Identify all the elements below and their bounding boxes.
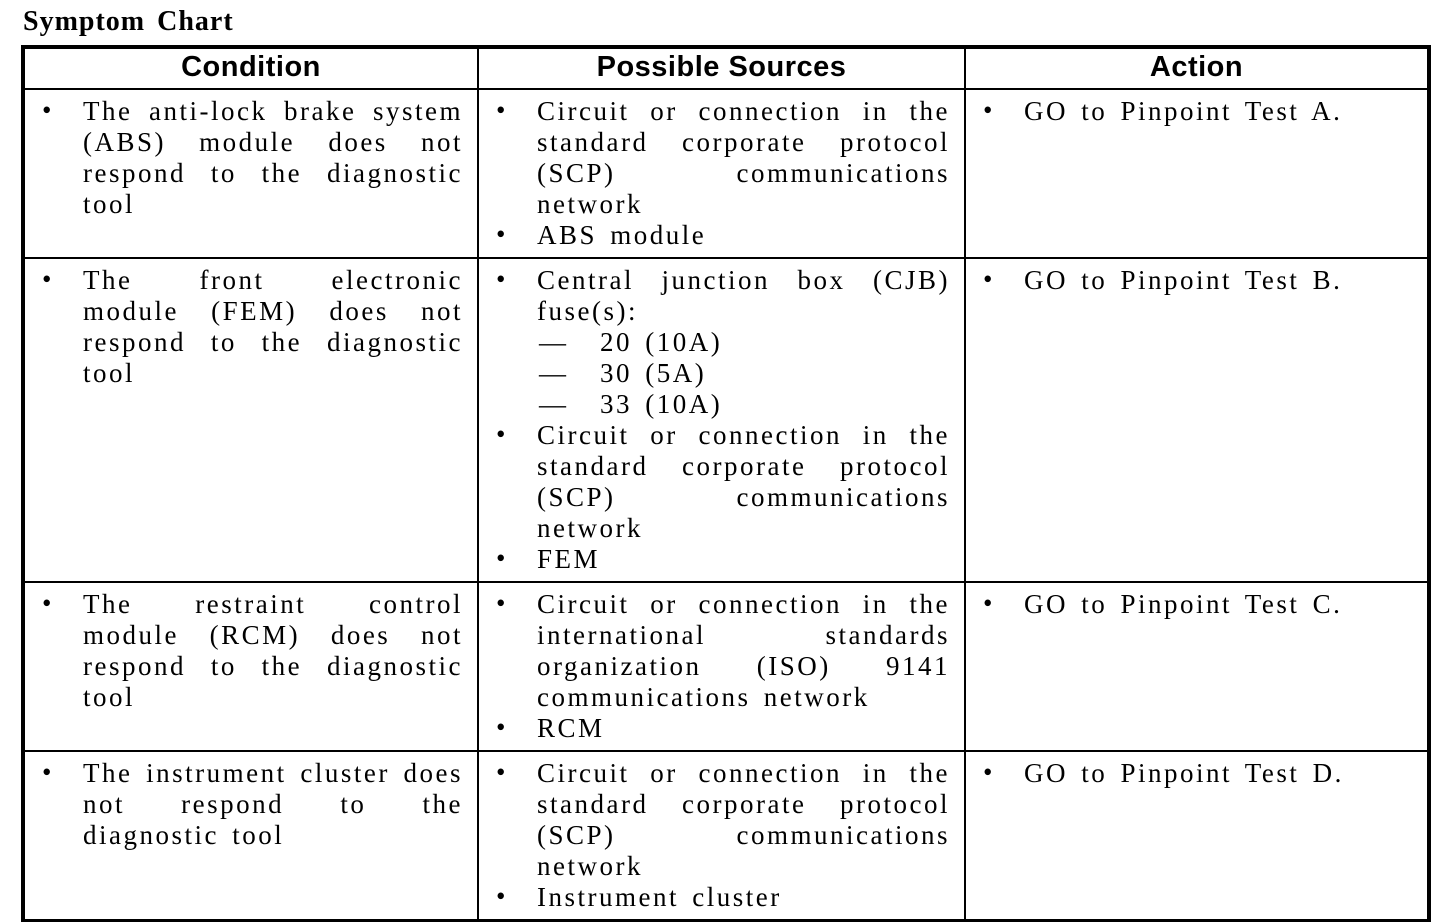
item-text: Instrument cluster bbox=[537, 882, 782, 912]
bullet-icon: • bbox=[983, 757, 993, 787]
item-text: GO to Pinpoint Test B. bbox=[1024, 265, 1343, 295]
sub-item: — 30 (5A) bbox=[537, 358, 950, 389]
bullet-icon: • bbox=[496, 543, 506, 573]
bullet-icon: • bbox=[496, 881, 506, 911]
item-text: The restraint control module (RCM) does … bbox=[83, 589, 463, 712]
bullet-item: • The restraint control module (RCM) does… bbox=[25, 588, 463, 713]
condition-cell: • The instrument cluster does not respond… bbox=[22, 750, 479, 922]
sources-cell: • Circuit or connection in the standard c… bbox=[477, 750, 966, 922]
page-title: Symptom Chart bbox=[23, 6, 234, 37]
header-condition: Condition bbox=[22, 46, 479, 90]
dash-icon: — bbox=[539, 358, 566, 388]
action-cell: • GO to Pinpoint Test A. bbox=[964, 88, 1430, 259]
item-text: Circuit or connection in the standard co… bbox=[537, 758, 950, 881]
bullet-item: • Instrument cluster bbox=[479, 881, 950, 913]
bullet-icon: • bbox=[983, 264, 993, 294]
bullet-item: • The instrument cluster does not respond… bbox=[25, 757, 463, 851]
action-cell: • GO to Pinpoint Test B. bbox=[964, 257, 1430, 583]
table-row: • The restraint control module (RCM) does… bbox=[22, 581, 1430, 752]
bullet-icon: • bbox=[496, 219, 506, 249]
bullet-item: • GO to Pinpoint Test B. bbox=[966, 264, 1413, 296]
condition-cell: • The restraint control module (RCM) does… bbox=[22, 581, 479, 752]
item-text: RCM bbox=[537, 713, 605, 743]
sub-item-text: 30 (5A) bbox=[600, 358, 707, 388]
bullet-item: • Circuit or connection in the standard c… bbox=[479, 757, 950, 882]
item-text: Circuit or connection in the internation… bbox=[537, 589, 950, 712]
item-text: ABS module bbox=[537, 220, 707, 250]
bullet-icon: • bbox=[42, 757, 52, 787]
action-cell: • GO to Pinpoint Test D. bbox=[964, 750, 1430, 922]
dash-icon: — bbox=[539, 327, 566, 357]
table-header-row: Condition Possible Sources Action bbox=[22, 46, 1430, 90]
table-row: • The anti-lock brake system (ABS) module… bbox=[22, 88, 1430, 259]
sources-cell: • Circuit or connection in the standard c… bbox=[477, 88, 966, 259]
action-cell: • GO to Pinpoint Test C. bbox=[964, 581, 1430, 752]
symptom-chart-table: Condition Possible Sources Action • The a… bbox=[21, 45, 1431, 922]
item-text: The front electronic module (FEM) does n… bbox=[83, 265, 463, 388]
table-row: • The front electronic module (FEM) does … bbox=[22, 257, 1430, 583]
sources-cell: • Central junction box (CJB) fuse(s):—20 … bbox=[477, 257, 966, 583]
sub-item: — 33 (10A) bbox=[537, 389, 950, 420]
dash-icon: — bbox=[539, 389, 566, 419]
table-body: • The anti-lock brake system (ABS) module… bbox=[22, 88, 1430, 922]
sub-item: — 20 (10A) bbox=[537, 327, 950, 358]
bullet-icon: • bbox=[983, 588, 993, 618]
condition-cell: • The anti-lock brake system (ABS) module… bbox=[22, 88, 479, 259]
bullet-item: • Circuit or connection in the standard c… bbox=[479, 95, 950, 220]
condition-cell: • The front electronic module (FEM) does … bbox=[22, 257, 479, 583]
bullet-item: • GO to Pinpoint Test A. bbox=[966, 95, 1413, 127]
bullet-icon: • bbox=[496, 95, 506, 125]
bullet-item: • RCM bbox=[479, 712, 950, 744]
item-text: GO to Pinpoint Test A. bbox=[1024, 96, 1343, 126]
bullet-item: • ABS module bbox=[479, 219, 950, 251]
bullet-icon: • bbox=[496, 712, 506, 742]
bullet-icon: • bbox=[496, 757, 506, 787]
item-text: Central junction box (CJB) fuse(s):—20 (… bbox=[537, 265, 950, 420]
bullet-icon: • bbox=[42, 264, 52, 294]
header-action: Action bbox=[964, 46, 1430, 90]
item-text: Circuit or connection in the standard co… bbox=[537, 420, 950, 543]
bullet-icon: • bbox=[42, 588, 52, 618]
bullet-item: • GO to Pinpoint Test C. bbox=[966, 588, 1413, 620]
bullet-icon: • bbox=[42, 95, 52, 125]
header-possible-sources: Possible Sources bbox=[477, 46, 966, 90]
item-text: GO to Pinpoint Test C. bbox=[1024, 589, 1343, 619]
item-text: The instrument cluster does not respond … bbox=[83, 758, 463, 850]
bullet-item: • Circuit or connection in the standard c… bbox=[479, 419, 950, 544]
bullet-item: • Central junction box (CJB) fuse(s):—20 … bbox=[479, 264, 950, 420]
sub-item-text: 20 (10A) bbox=[600, 327, 723, 357]
item-text: GO to Pinpoint Test D. bbox=[1024, 758, 1344, 788]
table-row: • The instrument cluster does not respond… bbox=[22, 750, 1430, 922]
item-text: The anti-lock brake system (ABS) module … bbox=[83, 96, 463, 219]
bullet-icon: • bbox=[496, 588, 506, 618]
item-text: FEM bbox=[537, 544, 601, 574]
bullet-item: • GO to Pinpoint Test D. bbox=[966, 757, 1413, 789]
sub-item-text: 33 (10A) bbox=[600, 389, 723, 419]
bullet-item: • FEM bbox=[479, 543, 950, 575]
bullet-item: • Circuit or connection in the internatio… bbox=[479, 588, 950, 713]
bullet-icon: • bbox=[983, 95, 993, 125]
sources-cell: • Circuit or connection in the internatio… bbox=[477, 581, 966, 752]
bullet-icon: • bbox=[496, 264, 506, 294]
item-text: Circuit or connection in the standard co… bbox=[537, 96, 950, 219]
bullet-icon: • bbox=[496, 419, 506, 449]
bullet-item: • The anti-lock brake system (ABS) module… bbox=[25, 95, 463, 220]
bullet-item: • The front electronic module (FEM) does … bbox=[25, 264, 463, 389]
